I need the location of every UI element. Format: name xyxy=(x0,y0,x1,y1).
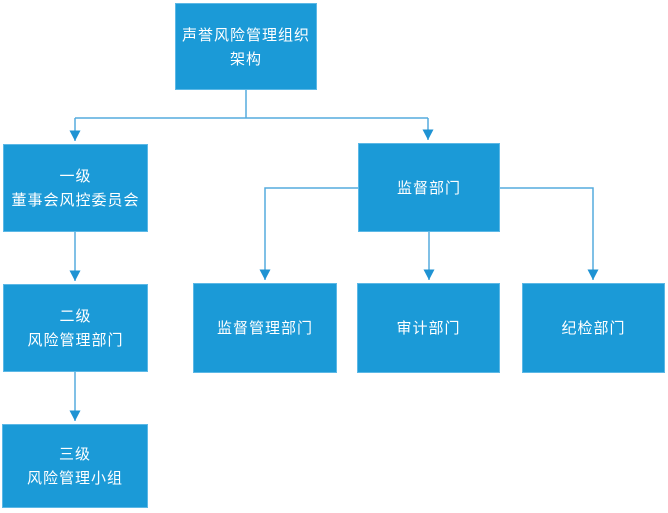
node-supervision-label: 监督部门 xyxy=(396,178,461,197)
node-audit-label: 审计部门 xyxy=(396,319,461,337)
node-level3-risk-management-group: 三级 风险管理小组 xyxy=(2,424,148,508)
node-audit-dept: 审计部门 xyxy=(357,283,500,373)
node-level3-label: 三级 风险管理小组 xyxy=(26,445,123,487)
node-level1-label: 一级 董事会风控委员会 xyxy=(11,167,140,209)
node-discipline-inspection-dept: 纪检部门 xyxy=(522,283,665,373)
node-root: 声誉风险管理组织 架构 xyxy=(175,3,317,90)
node-discipline-label: 纪检部门 xyxy=(561,319,626,337)
node-level1-board-risk-committee: 一级 董事会风控委员会 xyxy=(3,144,148,232)
node-supervision-dept: 监督部门 xyxy=(358,143,500,232)
node-level2-risk-management-dept: 二级 风险管理部门 xyxy=(3,284,148,372)
edge-root-stem xyxy=(75,90,428,119)
node-level2-label: 二级 风险管理部门 xyxy=(27,307,124,349)
node-supervision-management-dept: 监督管理部门 xyxy=(193,283,337,373)
node-root-label: 声誉风险管理组织 架构 xyxy=(181,25,310,68)
edge-supervision-discipline xyxy=(500,187,599,280)
edge-supervision-supmgmt xyxy=(259,187,358,280)
node-sup-mgmt-label: 监督管理部门 xyxy=(216,319,313,337)
